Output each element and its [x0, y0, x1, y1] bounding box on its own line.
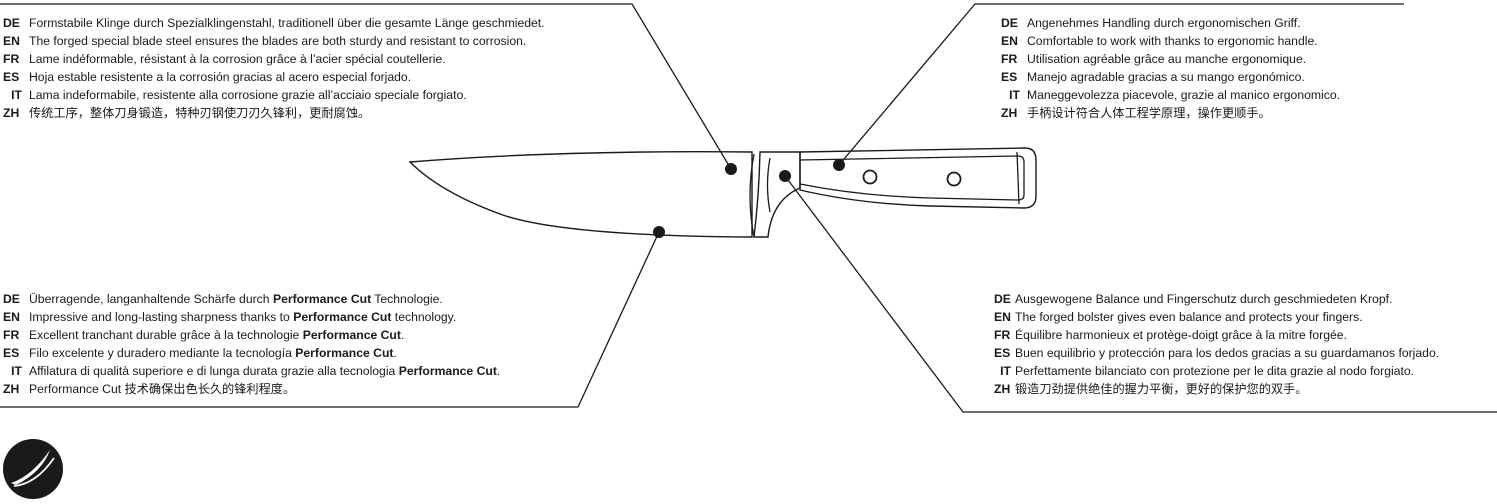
bolster-description: DE Ausgewogene Balance und Fingerschutz d… [994, 290, 1439, 398]
handle-rivet [946, 171, 962, 187]
lang-code: FR [994, 328, 1011, 342]
lang-code: DE [994, 292, 1011, 306]
bolster-text-en: The forged bolster gives even balance an… [1015, 310, 1363, 324]
lang-code: ES [3, 70, 20, 84]
handle-description: DE Angenehmes Handling durch ergonomische… [1001, 14, 1340, 122]
handle-rivet [862, 169, 878, 185]
bolster-text-it: Perfettamente bilanciato con protezione … [1015, 364, 1415, 378]
knife-bolster [749, 153, 755, 238]
bolster-text-zh: 锻造刀劲提供绝佳的握力平衡，更好的保护您的双手。 [1015, 382, 1308, 396]
blade-text-en: The forged special blade steel ensures t… [29, 34, 527, 48]
lang-code: FR [3, 52, 20, 66]
bolster-text-fr: Équilibre harmonieux et protège-doigt gr… [1015, 328, 1347, 342]
lang-code: IT [11, 88, 22, 102]
lang-code: DE [1001, 16, 1018, 30]
knife-blade [408, 151, 753, 238]
blade-text-de: Formstabile Klinge durch Spezialklingens… [29, 16, 545, 30]
edge-description: DE Überragende, langanhaltende Schärfe du… [3, 290, 500, 398]
leader-line-handle [838, 3, 1404, 166]
edge-text-es: Filo excelente y duradero mediante la te… [29, 346, 397, 360]
marker-dot-edge [653, 226, 665, 238]
lang-code: DE [3, 292, 20, 306]
lang-code: IT [1000, 364, 1011, 378]
marker-dot-blade [725, 163, 737, 175]
bolster-text-es: Buen equilibrio y protección para los de… [1015, 346, 1440, 360]
marker-dot-bolster [779, 170, 791, 182]
lang-code: ZH [3, 382, 20, 396]
knife-bolster-guard [753, 151, 801, 238]
lang-code: ES [1001, 70, 1018, 84]
handle-text-zh: 手柄设计符合人体工程学原理，操作更顺手。 [1027, 106, 1271, 120]
lang-code: EN [3, 310, 20, 324]
blade-text-fr: Lame indéformable, résistant à la corros… [29, 52, 446, 66]
leader-line-blade [0, 3, 732, 170]
handle-text-fr: Utilisation agréable grâce au manche erg… [1027, 52, 1307, 66]
lang-code: ZH [994, 382, 1011, 396]
handle-text-en: Comfortable to work with thanks to ergon… [1027, 34, 1318, 48]
edge-text-de: Überragende, langanhaltende Schärfe durc… [29, 292, 443, 306]
edge-text-en: Impressive and long-lasting sharpness th… [29, 310, 457, 324]
handle-text-es: Manejo agradable gracias a su mango ergo… [1027, 70, 1305, 84]
blade-description: DE Formstabile Klinge durch Spezialklinge… [3, 14, 545, 122]
lang-code: FR [3, 328, 20, 342]
blade-text-es: Hoja estable resistente a la corrosión g… [29, 70, 412, 84]
lang-code: EN [994, 310, 1011, 324]
lang-code: IT [1009, 88, 1020, 102]
lang-code: EN [3, 34, 20, 48]
bolster-text-de: Ausgewogene Balance und Fingerschutz dur… [1015, 292, 1393, 306]
blade-text-it: Lama indeformabile, resistente alla corr… [29, 88, 467, 102]
lang-code: ES [994, 346, 1011, 360]
lang-code: ES [3, 346, 20, 360]
edge-text-zh: Performance Cut 技术确保出色长久的锋利程度。 [29, 382, 296, 396]
edge-text-it: Affilatura di qualità superiore e di lun… [29, 364, 501, 378]
leader-line-bolster [784, 175, 1497, 413]
blade-text-zh: 传统工序，整体刀身锻造，特种刃钢使刀刃久锋利，更耐腐蚀。 [29, 106, 371, 120]
lang-code: ZH [1001, 106, 1018, 120]
edge-text-fr: Excellent tranchant durable grâce à la t… [29, 328, 405, 342]
lang-code: DE [3, 16, 20, 30]
blade-logo-icon [3, 439, 63, 499]
lang-code: ZH [3, 106, 20, 120]
handle-text-de: Angenehmes Handling durch ergonomischen … [1027, 16, 1301, 30]
knife-handle [799, 147, 1037, 209]
lang-code: EN [1001, 34, 1018, 48]
marker-dot-handle [833, 159, 845, 171]
lang-code: FR [1001, 52, 1018, 66]
leader-line-edge [0, 231, 660, 408]
lang-code: IT [11, 364, 22, 378]
handle-text-it: Maneggevolezza piacevole, grazie al mani… [1027, 88, 1340, 102]
